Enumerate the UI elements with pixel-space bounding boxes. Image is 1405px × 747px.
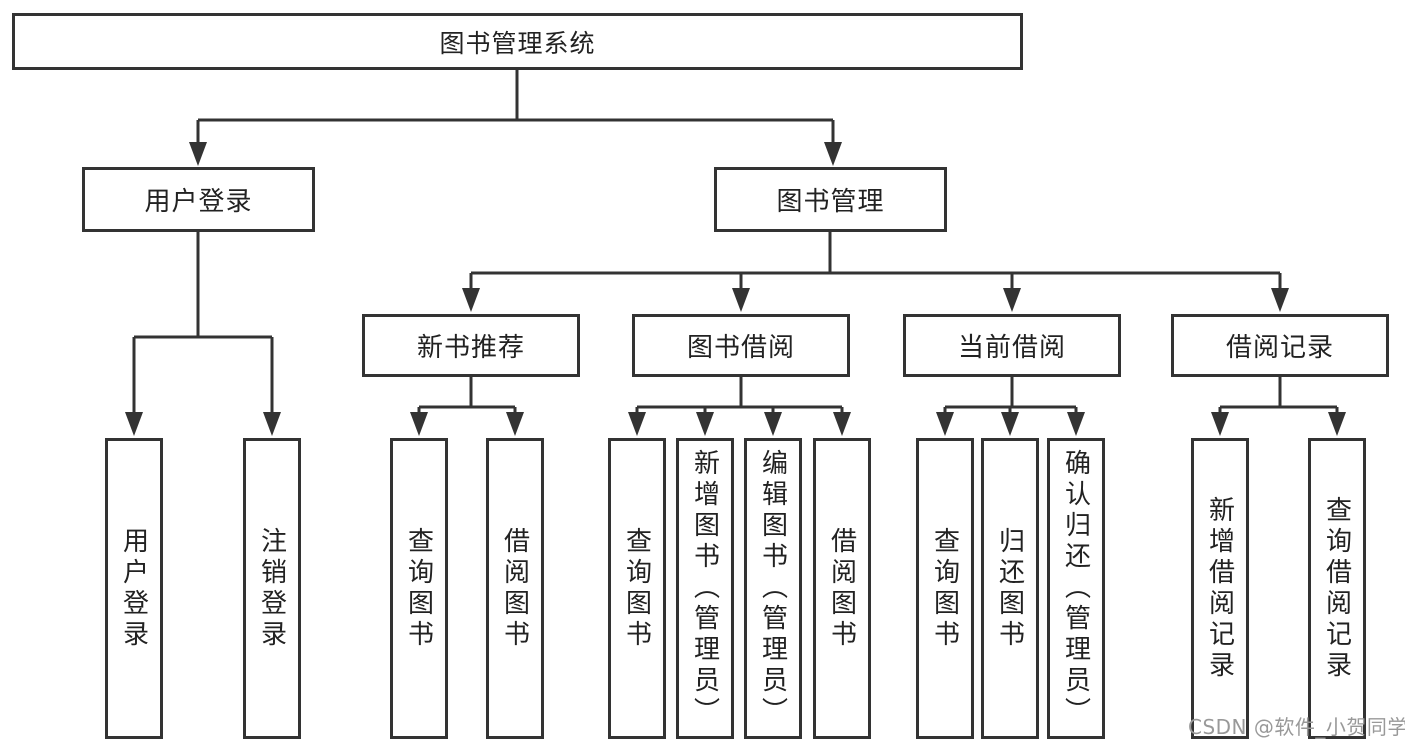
connector-login-to-leaves — [132, 232, 274, 412]
connector-management-to-level3 — [469, 232, 1282, 288]
leaf-logout: 注销登录 — [243, 438, 301, 739]
arrowhead — [263, 412, 281, 436]
leaf-current-confirm-return-admin: 确认归还（管理员） — [1047, 438, 1105, 739]
arrowhead — [824, 142, 842, 166]
connector-borrowing-to-leaves — [635, 377, 844, 412]
connector-root-to-level2 — [196, 70, 835, 143]
leaf-records-query-record: 查询借阅记录 — [1308, 438, 1366, 739]
leaf-borrowing-borrow-books: 借阅图书 — [813, 438, 871, 739]
leaf-recommend-query-books: 查询图书 — [390, 438, 448, 739]
connector-recommend-to-leaves — [417, 377, 517, 412]
leaf-records-add-record: 新增借阅记录 — [1191, 438, 1249, 739]
leaf-current-query-books: 查询图书 — [916, 438, 974, 739]
leaf-borrowing-query-books: 查询图书 — [608, 438, 666, 739]
connector-current-to-leaves — [943, 377, 1078, 412]
arrowhead — [1271, 288, 1289, 312]
leaf-recommend-borrow-books: 借阅图书 — [486, 438, 544, 739]
arrowheads — [125, 142, 1346, 436]
leaf-current-return-books: 归还图书 — [981, 438, 1039, 739]
csdn-watermark: CSDN @软件_小贺同学 — [1188, 715, 1405, 739]
arrowhead — [1328, 412, 1346, 436]
arrowhead — [189, 142, 207, 166]
arrowhead — [628, 412, 646, 436]
connector-records-to-leaves — [1218, 377, 1339, 412]
arrowhead — [936, 412, 954, 436]
node-root-system: 图书管理系统 — [12, 13, 1023, 70]
node-new-book-recommendation: 新书推荐 — [362, 314, 580, 377]
arrowhead — [410, 412, 428, 436]
arrowhead — [1003, 288, 1021, 312]
arrowhead — [833, 412, 851, 436]
arrowhead — [506, 412, 524, 436]
leaf-borrowing-add-books-admin: 新增图书（管理员） — [676, 438, 734, 739]
arrowhead — [1001, 412, 1019, 436]
node-book-borrowing: 图书借阅 — [632, 314, 850, 377]
arrowhead — [1067, 412, 1085, 436]
node-book-management: 图书管理 — [714, 167, 947, 232]
node-borrowing-records: 借阅记录 — [1171, 314, 1389, 377]
arrowhead — [1211, 412, 1229, 436]
arrowhead — [732, 288, 750, 312]
node-current-borrowing: 当前借阅 — [903, 314, 1121, 377]
leaf-borrowing-edit-books-admin: 编辑图书（管理员） — [744, 438, 802, 739]
arrowhead — [764, 412, 782, 436]
arrowhead — [125, 412, 143, 436]
arrowhead — [462, 288, 480, 312]
arrowhead — [696, 412, 714, 436]
leaf-user-login: 用户登录 — [105, 438, 163, 739]
node-user-login: 用户登录 — [82, 167, 315, 232]
